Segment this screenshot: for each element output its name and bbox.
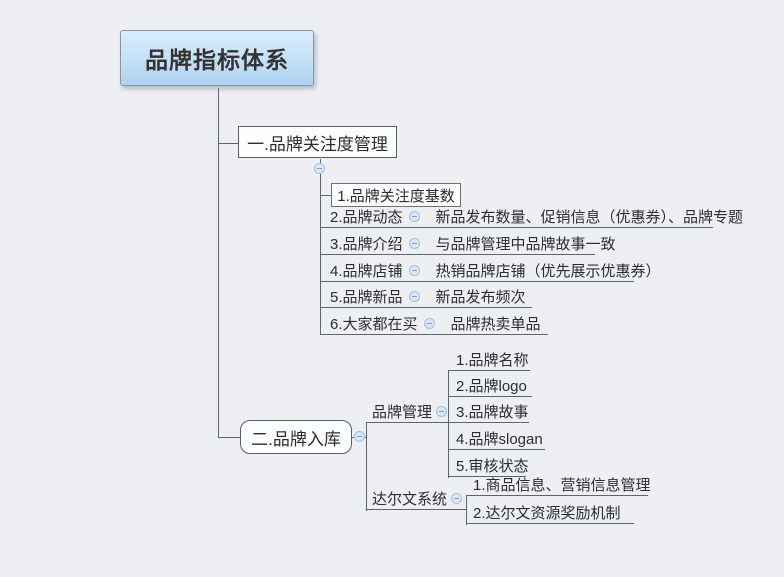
- topic-row: 2.达尔文资源奖励机制: [466, 502, 634, 524]
- connector-line: [218, 143, 238, 144]
- root-node-label: 品牌指标体系: [145, 47, 289, 73]
- connector-line: [218, 88, 219, 438]
- branch-node-label: 一.品牌关注度管理: [247, 134, 388, 154]
- topic-row: 3.品牌故事: [448, 401, 529, 423]
- topic-label[interactable]: 4.品牌slogan: [456, 431, 543, 448]
- connector-line: [320, 159, 321, 335]
- branch-node-attention[interactable]: 一.品牌关注度管理: [238, 126, 397, 158]
- connector-line: [218, 437, 240, 438]
- topic-label[interactable]: 1.商品信息、营销信息管理: [473, 477, 651, 494]
- topic-desc[interactable]: 热销品牌店铺（优先展示优惠券）: [435, 263, 661, 280]
- topic-row: 3.品牌介绍 与品牌管理中品牌故事一致: [320, 233, 616, 255]
- branch-node-label: 二.品牌入库: [251, 429, 341, 449]
- root-node[interactable]: 品牌指标体系: [120, 30, 314, 86]
- connector-line: [466, 496, 467, 525]
- collapse-icon[interactable]: [408, 211, 420, 222]
- topic-row: 5.审核状态: [448, 455, 529, 477]
- group-row-darwin: 达尔文系统: [366, 488, 466, 510]
- topic-label[interactable]: 5.品牌新品: [330, 289, 403, 306]
- topic-row: 2.品牌动态 新品发布数量、促销信息（优惠券）、品牌专题: [320, 206, 743, 228]
- connector-line: [448, 371, 449, 478]
- collapse-icon[interactable]: [314, 163, 325, 174]
- topic-label[interactable]: 1.品牌名称: [456, 352, 529, 369]
- topic-row: 5.品牌新品 新品发布频次: [320, 286, 532, 308]
- topic-row: 2.品牌logo: [448, 375, 532, 397]
- topic-row: 1.商品信息、营销信息管理: [466, 474, 651, 496]
- group-row-brand-mgmt: 品牌管理: [366, 401, 448, 423]
- topic-label[interactable]: 3.品牌故事: [456, 404, 529, 421]
- connector-line: [366, 423, 367, 511]
- topic-desc[interactable]: 品牌热卖单品: [450, 316, 541, 333]
- group-label[interactable]: 品牌管理: [372, 404, 433, 421]
- topic-row: 4.品牌店铺 热销品牌店铺（优先展示优惠券）: [320, 260, 661, 282]
- topic-row: 4.品牌slogan: [448, 428, 545, 450]
- topic-desc[interactable]: 新品发布频次: [435, 289, 526, 306]
- topic-row: 6.大家都在买 品牌热卖单品: [320, 313, 548, 335]
- collapse-icon[interactable]: [436, 406, 448, 417]
- topic-node[interactable]: 1.品牌关注度基数: [331, 183, 461, 207]
- collapse-icon[interactable]: [408, 238, 420, 249]
- collapse-icon[interactable]: [354, 431, 365, 442]
- group-label[interactable]: 达尔文系统: [372, 491, 448, 508]
- topic-row: 1.品牌名称: [448, 349, 530, 371]
- topic-desc[interactable]: 新品发布数量、促销信息（优惠券）、品牌专题: [435, 209, 744, 226]
- topic-label[interactable]: 6.大家都在买: [330, 316, 418, 333]
- collapse-icon[interactable]: [423, 318, 435, 329]
- topic-desc[interactable]: 与品牌管理中品牌故事一致: [435, 236, 616, 253]
- topic-label[interactable]: 4.品牌店铺: [330, 263, 403, 280]
- topic-label[interactable]: 2.达尔文资源奖励机制: [473, 505, 621, 522]
- topic-label[interactable]: 3.品牌介绍: [330, 236, 403, 253]
- topic-label: 1.品牌关注度基数: [337, 187, 455, 205]
- branch-node-warehouse[interactable]: 二.品牌入库: [240, 420, 352, 454]
- topic-label[interactable]: 2.品牌动态: [330, 209, 403, 226]
- collapse-icon[interactable]: [408, 265, 420, 276]
- connector-line: [321, 195, 331, 196]
- collapse-icon[interactable]: [408, 291, 420, 302]
- topic-label[interactable]: 5.审核状态: [456, 458, 529, 475]
- topic-label[interactable]: 2.品牌logo: [456, 378, 527, 395]
- collapse-icon[interactable]: [451, 493, 463, 504]
